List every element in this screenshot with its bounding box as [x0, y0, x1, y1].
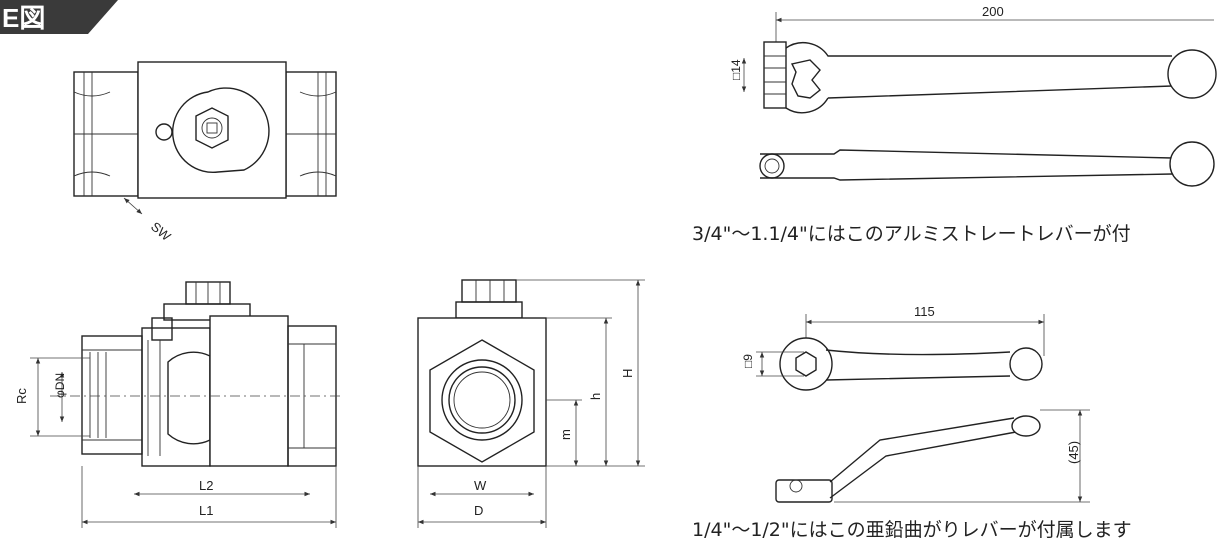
section-header-tab: E図	[0, 0, 118, 34]
h-big-label: H	[620, 369, 635, 378]
zinc-lever-caption: 1/4"〜1/2"にはこの亜鉛曲がりレバーが付属します	[692, 519, 1132, 541]
l2-label: L2	[199, 478, 213, 493]
w-label: W	[474, 478, 487, 493]
sq9-label: □9	[741, 354, 755, 368]
d-label: D	[474, 503, 483, 518]
rc-label: Rc	[14, 388, 29, 404]
sw-label: SW	[148, 219, 174, 244]
dim-200-label: 200	[982, 4, 1004, 19]
valve-top-view: SW	[73, 61, 337, 244]
l1-label: L1	[199, 503, 213, 518]
m-label: m	[558, 429, 573, 440]
dim-45-label: (45)	[1066, 441, 1081, 464]
aluminum-lever-caption: 3/4"〜1.1/4"にはこのアルミストレートレバーが付	[692, 223, 1131, 245]
sq14-label: □14	[729, 59, 743, 80]
zinc-bent-lever: 115 □9 (45) 1/4"〜1/2"にはこの亜鉛曲がりレバーが付属します	[692, 304, 1132, 541]
header-title: E図	[2, 3, 45, 33]
dim-115-label: 115	[914, 304, 935, 319]
dn-label: φDN	[53, 373, 67, 398]
valve-side-section-view: Rc φDN L2 L1	[14, 281, 340, 528]
aluminum-straight-lever: 200 □14 3/4"〜1.1/4"にはこのアルミストレートレバーが付	[692, 4, 1217, 245]
valve-end-view: W D m h H	[417, 279, 645, 528]
h-small-label: h	[588, 393, 603, 400]
